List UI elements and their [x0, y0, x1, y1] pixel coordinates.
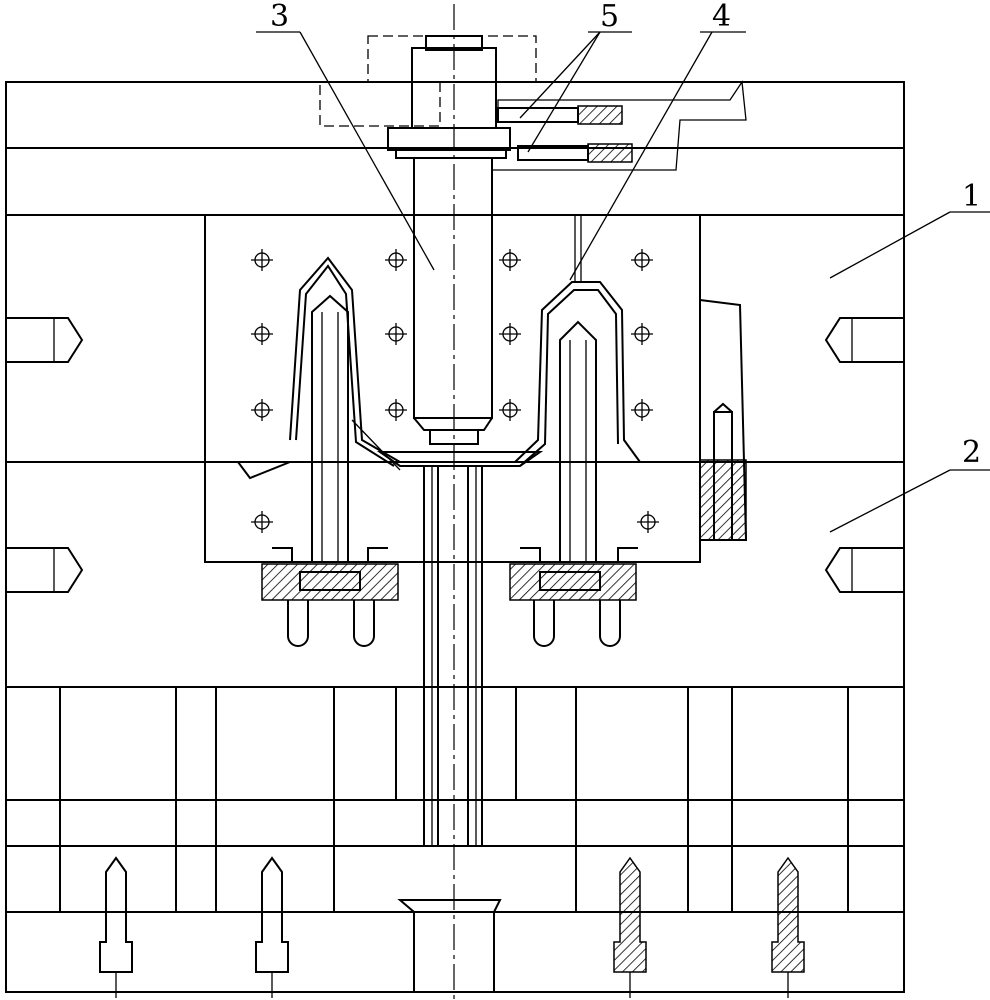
cooling-hole-cross	[251, 511, 273, 533]
top-clamp-plate	[5, 81, 905, 216]
bottom-clamp-plate	[5, 899, 905, 993]
callout-2: 2	[962, 435, 981, 470]
cooling-hole-cross	[637, 511, 659, 533]
callout-1: 1	[962, 179, 981, 214]
core-plate	[5, 461, 905, 688]
hot-nozzle	[319, 35, 537, 445]
callout-leaders	[256, 31, 990, 533]
cooling-hole-cross	[499, 249, 521, 271]
cooling-hole-cross	[251, 249, 273, 271]
cooling-hole-cross	[385, 323, 407, 345]
callout-5: 5	[600, 0, 619, 34]
callout-3: 3	[270, 0, 289, 34]
heater-connectors	[492, 80, 747, 171]
cavity-plate	[5, 214, 905, 463]
locating-blocks	[261, 563, 637, 601]
support-screws	[99, 856, 805, 998]
ejector-housing	[5, 686, 905, 913]
lower-pins	[287, 600, 621, 647]
cooling-hole-cross	[631, 323, 653, 345]
cooling-hole-cross	[631, 249, 653, 271]
cooling-hole-cross	[251, 323, 273, 345]
cooling-hole-cross	[499, 399, 521, 421]
cooling-hole-cross	[251, 399, 273, 421]
left-molded-part	[289, 256, 470, 471]
side-block	[699, 299, 748, 541]
callout-4: 4	[712, 0, 731, 34]
right-molded-part	[470, 215, 641, 467]
cooling-hole-cross	[631, 399, 653, 421]
cooling-hole-cross	[385, 399, 407, 421]
guide-pins	[6, 317, 904, 593]
left-core-pin	[272, 294, 388, 563]
cooling-holes	[251, 249, 659, 533]
cooling-hole-cross	[499, 323, 521, 345]
right-core-pin	[520, 320, 638, 563]
cooling-hole-cross	[385, 249, 407, 271]
